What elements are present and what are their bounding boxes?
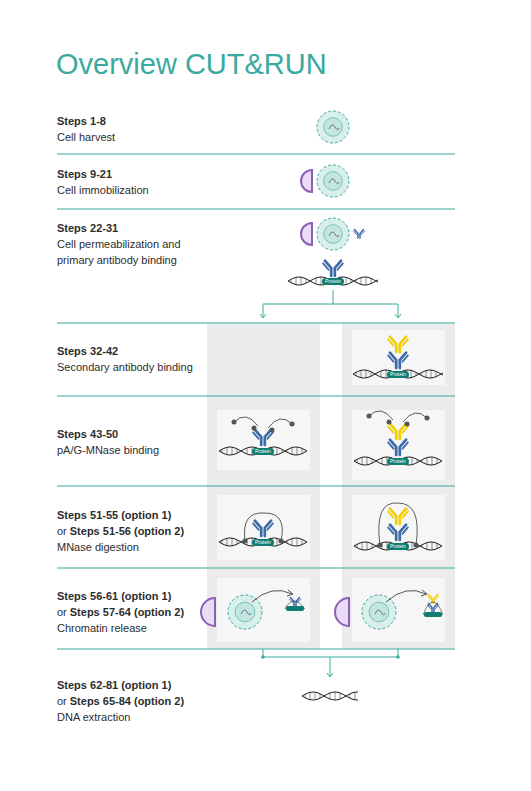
step-line: Steps 43-50 [57,426,205,442]
step-line: Steps 22-31 [57,220,197,236]
protein-text: Protein [390,543,406,549]
step-line: Chromatin release [57,620,205,636]
step-line: Steps 32-42 [57,343,205,359]
protein-text: Protein [255,539,271,545]
step-range: Steps 62-81 (option 1) [57,679,171,691]
step-label: Steps 56-61 (option 1) orSteps 57-64 (opt… [57,588,205,636]
diagram-title: Overview CUT&RUN [56,48,327,81]
step-range: Steps 65-84 (option 2) [70,695,184,707]
step-line: Secondary antibody binding [57,359,205,375]
step-label: Steps 22-31Cell permeabilization and pri… [57,220,197,268]
step-label: Steps 62-81 (option 1) orSteps 65-84 (opt… [57,677,205,725]
step-range: Steps 43-50 [57,428,118,440]
step-line: DNA extraction [57,709,205,725]
step-range: Steps 32-42 [57,345,118,357]
step-range: Steps 1-8 [57,115,106,127]
step-description: Cell immobilization [57,184,149,196]
protein-label: Protein [387,458,409,465]
step-description: DNA extraction [57,711,130,723]
step-range: Steps 22-31 [57,222,118,234]
protein-label: Protein [387,543,409,550]
step-line: Cell permeabilization and primary antibo… [57,236,197,268]
step-description: MNase digestion [57,541,139,553]
step-description: pA/G-MNase binding [57,444,159,456]
step-description: Cell permeabilization and primary antibo… [57,238,181,266]
step-line: Steps 62-81 (option 1) [57,677,205,693]
step-label: Steps 1-8Cell harvest [57,113,205,145]
step-description: Secondary antibody binding [57,361,193,373]
protein-label: Protein [387,371,409,378]
step-line: Steps 9-21 [57,166,205,182]
step-range: Steps 51-56 (option 2) [70,525,184,537]
step-line: Steps 56-61 (option 1) [57,588,205,604]
step-label: Steps 51-55 (option 1) orSteps 51-56 (opt… [57,507,205,555]
protein-label: Protein [322,278,344,285]
protein-text: Protein [390,458,406,464]
step-range: Steps 57-64 (option 2) [70,606,184,618]
step-line: Cell immobilization [57,182,205,198]
step-description: Cell harvest [57,131,115,143]
step-line: MNase digestion [57,539,205,555]
protein-text: Protein [390,371,406,377]
step-line: Cell harvest [57,129,205,145]
step-line: orSteps 51-56 (option 2) [57,523,205,539]
step-range: Steps 56-61 (option 1) [57,590,171,602]
step-label: Steps 9-21Cell immobilization [57,166,205,198]
protein-text: Protein [325,278,341,284]
step-line: orSteps 57-64 (option 2) [57,604,205,620]
step-line: pA/G-MNase binding [57,442,205,458]
step-range: or [57,606,67,618]
step-description: Chromatin release [57,622,147,634]
step-range: Steps 9-21 [57,168,112,180]
step-label: Steps 32-42Secondary antibody binding [57,343,205,375]
protein-text: Protein [255,448,271,454]
protein-label: Protein [252,448,274,455]
step-range: Steps 51-55 (option 1) [57,509,171,521]
step-line: orSteps 65-84 (option 2) [57,693,205,709]
protein-label: Protein [252,539,274,546]
step-range: or [57,525,67,537]
step-label: Steps 43-50 pA/G-MNase binding [57,426,205,458]
step-line: Steps 1-8 [57,113,205,129]
step-line: Steps 51-55 (option 1) [57,507,205,523]
step-range: or [57,695,67,707]
